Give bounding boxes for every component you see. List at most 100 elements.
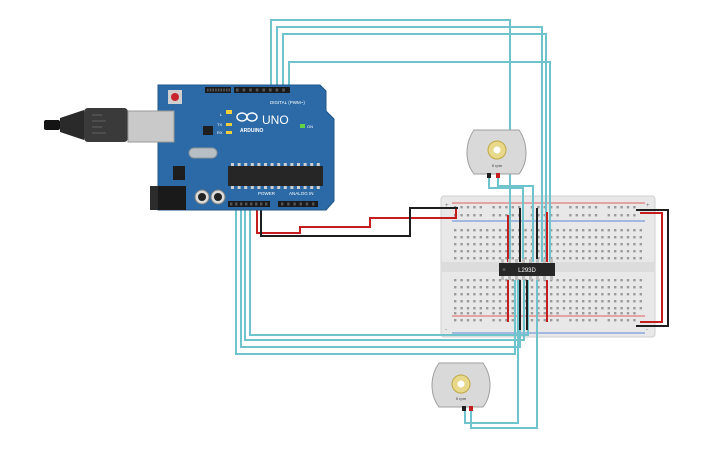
breadboard-hole [498, 307, 502, 310]
breadboard-hole [588, 286, 591, 289]
breadboard-hole [498, 257, 502, 260]
breadboard-hole [511, 257, 514, 260]
atmega-chip [228, 163, 323, 189]
breadboard-hole [505, 307, 508, 310]
breadboard-hole [498, 286, 502, 289]
breadboard-hole [626, 236, 630, 239]
breadboard-hole [505, 300, 508, 303]
breadboard-hole [556, 229, 559, 232]
breadboard-hole [498, 229, 502, 232]
breadboard-hole [486, 250, 489, 253]
breadboard-hole [620, 319, 623, 322]
breadboard-hole [550, 300, 553, 303]
breadboard-hole [466, 229, 470, 232]
breadboard-hole [562, 257, 566, 260]
digital-pin [255, 88, 259, 92]
breadboard-hole [466, 293, 470, 296]
breadboard-hole [562, 250, 566, 253]
breadboard-hole [620, 307, 623, 310]
breadboard-hole [607, 312, 610, 315]
wire-rail-red-right [640, 212, 663, 323]
atmega-pin [250, 163, 254, 166]
breadboard-hole [473, 319, 476, 322]
breadboard-hole [524, 250, 527, 253]
breadboard-hole [614, 236, 617, 239]
breadboard-hole [466, 250, 470, 253]
breadboard-hole [466, 319, 470, 322]
breadboard-hole [588, 206, 591, 209]
breadboard-hole [556, 300, 559, 303]
wire-motor-top-b [497, 172, 534, 262]
breadboard-hole [639, 243, 642, 246]
breadboard-hole [601, 286, 604, 289]
analog-pin [293, 202, 296, 206]
digital-header[interactable] [205, 87, 290, 93]
breadboard-hole [498, 206, 502, 209]
breadboard-hole [466, 286, 470, 289]
atmega-pin [244, 163, 248, 166]
breadboard-hole [479, 236, 482, 239]
atmega-pin [270, 163, 274, 166]
breadboard-hole [575, 300, 578, 303]
breadboard-hole [607, 293, 610, 296]
breadboard-hole [530, 312, 534, 315]
breadboard-hole [543, 257, 546, 260]
svg-text:-: - [646, 327, 648, 333]
breadboard-hole [633, 279, 636, 282]
breadboard-hole [498, 293, 502, 296]
breadboard-hole [582, 300, 585, 303]
dc-motor-top[interactable]: 0 rpm [466, 129, 527, 178]
breadboard-hole [633, 229, 636, 232]
breadboard-hole [537, 243, 540, 246]
breadboard-hole [550, 229, 553, 232]
digital-pin [223, 88, 225, 92]
led-l-label: L [220, 112, 223, 117]
breadboard-hole [601, 236, 604, 239]
breadboard-hole [511, 250, 514, 253]
breadboard-hole [460, 279, 463, 282]
breadboard-hole [460, 243, 463, 246]
atmega-pin [290, 163, 294, 166]
breadboard-hole [601, 293, 604, 296]
ic-pin [536, 276, 539, 280]
wire-motor-top-a [488, 172, 524, 262]
breadboard-hole [594, 229, 598, 232]
breadboard-hole [607, 257, 610, 260]
l293d-chip[interactable]: L293D [499, 259, 555, 280]
digital-pin [236, 88, 239, 92]
led-tx-label: TX [217, 122, 222, 127]
arduino-uno-board[interactable]: L TX RX ARDUINO UNO ON DIGITAL (PWM~) [44, 84, 335, 211]
breadboard-hole [562, 243, 566, 246]
breadboard-hole [466, 300, 470, 303]
breadboard-hole [505, 206, 508, 209]
breadboard-hole [639, 307, 642, 310]
breadboard-hole [511, 286, 514, 289]
breadboard-hole [460, 214, 463, 217]
breadboard-hole [511, 307, 514, 310]
breadboard-hole [639, 229, 642, 232]
breadboard-hole [626, 257, 630, 260]
svg-text:+: + [646, 203, 650, 209]
breadboard-hole [511, 300, 514, 303]
breadboard-hole [486, 243, 489, 246]
breadboard-hole [505, 286, 508, 289]
breadboard-hole [614, 312, 617, 315]
power-pin [230, 202, 233, 206]
dc-motor-bottom[interactable]: 0 rpm [431, 362, 491, 411]
ic-pin [522, 259, 525, 263]
breadboard-hole [639, 236, 642, 239]
breadboard-hole [633, 319, 636, 322]
breadboard-hole [639, 279, 642, 282]
power-header[interactable] [228, 201, 318, 207]
breadboard-hole [601, 229, 604, 232]
breadboard-hole [556, 293, 559, 296]
breadboard-hole [550, 206, 553, 209]
atmega-pin [277, 186, 281, 189]
breadboard-hole [492, 319, 495, 322]
atmega-pin [231, 163, 234, 166]
breadboard-hole [620, 257, 623, 260]
power-wires[interactable] [256, 202, 669, 330]
breadboard-hole [460, 319, 463, 322]
signal-wires[interactable] [235, 19, 551, 429]
